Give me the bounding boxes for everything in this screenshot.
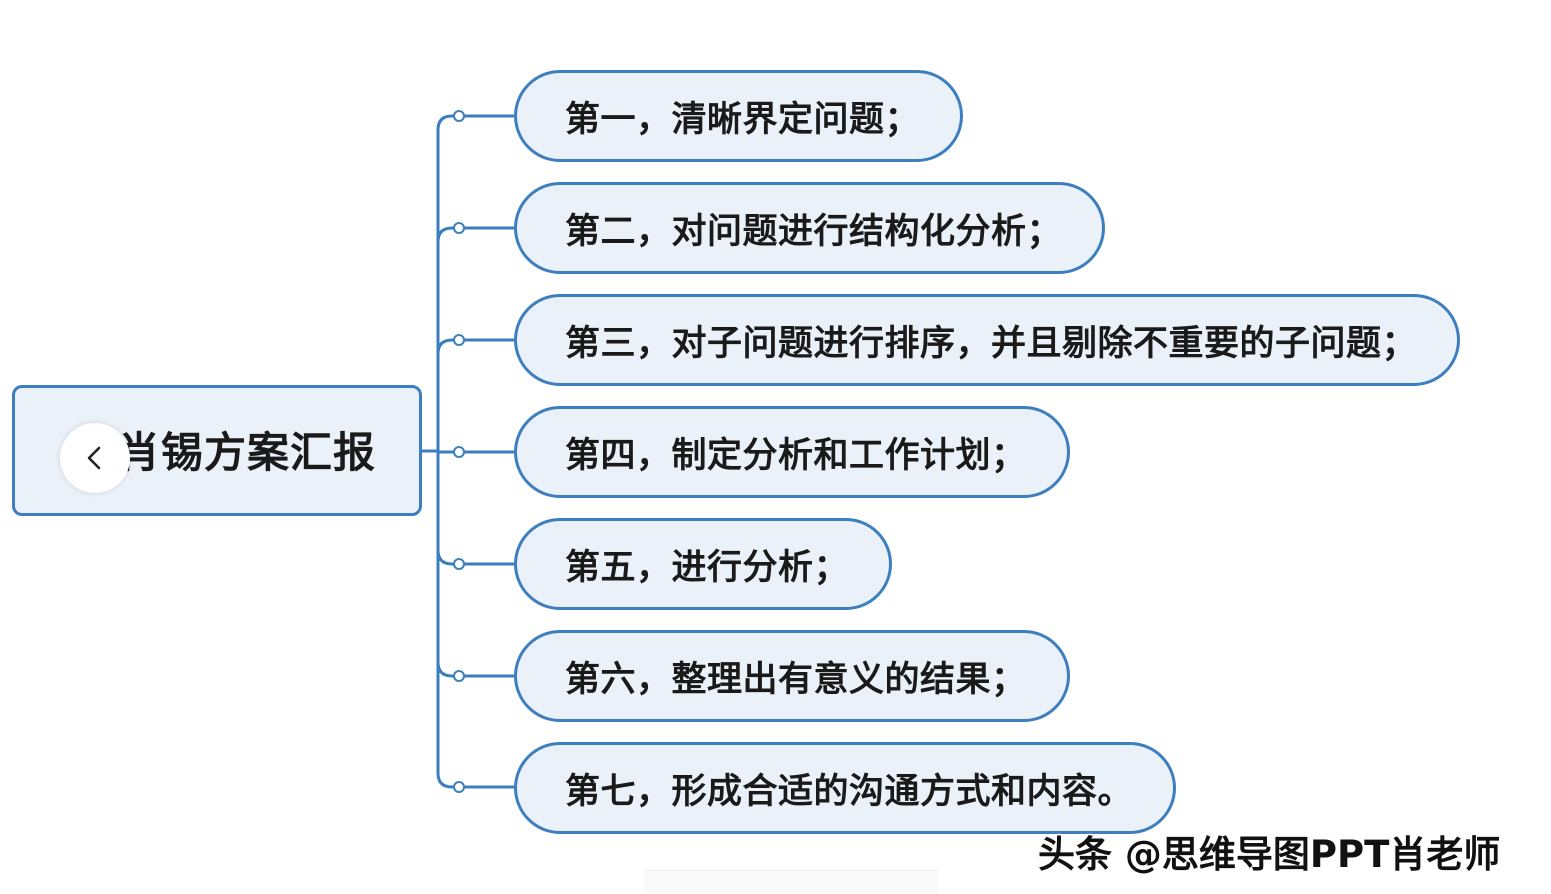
child-node-1[interactable]: 第一，清晰界定问题； [514,70,964,162]
branch-dot-2 [453,222,465,234]
root-node-label: 肖锡方案汇报 [118,428,377,477]
child-node-label: 第七，形成合适的沟通方式和内容。 [565,771,1134,812]
child-node-7[interactable]: 第七，形成合适的沟通方式和内容。 [514,742,1177,834]
child-node-label: 第一，清晰界定问题； [565,99,921,140]
branch-line-5 [436,549,514,566]
branch-line-6 [436,661,514,678]
child-node-3[interactable]: 第三，对子问题进行排序，并且剔除不重要的子问题； [514,294,1461,386]
child-node-2[interactable]: 第二，对问题进行结构化分析； [514,182,1106,274]
branch-dot-6 [453,670,465,682]
child-node-4[interactable]: 第四，制定分析和工作计划； [514,406,1070,498]
branch-dot-3 [453,334,465,346]
branch-dot-4 [453,446,465,458]
child-node-label: 第四，制定分析和工作计划； [565,435,1027,476]
child-node-label: 第五，进行分析； [565,547,850,588]
branch-dot-7 [453,781,465,793]
branch-line-7 [436,772,514,789]
branch-line-2 [436,226,514,243]
branch-line-3 [436,338,514,355]
branch-dot-5 [453,558,465,570]
child-node-label: 第二，对问题进行结构化分析； [565,211,1063,252]
child-node-label: 第六，整理出有意义的结果； [565,659,1027,700]
chevron-left-icon [87,446,101,470]
watermark: 头条 @思维导图PPT肖老师 [1038,833,1501,876]
branch-line-1 [436,114,514,131]
child-node-6[interactable]: 第六，整理出有意义的结果； [514,630,1070,722]
child-node-label: 第三，对子问题进行排序，并且剔除不重要的子问题； [565,323,1418,364]
child-node-5[interactable]: 第五，进行分析； [514,518,893,610]
branch-dot-1 [453,110,465,122]
back-button[interactable] [60,423,130,493]
bottom-strip [644,870,938,894]
